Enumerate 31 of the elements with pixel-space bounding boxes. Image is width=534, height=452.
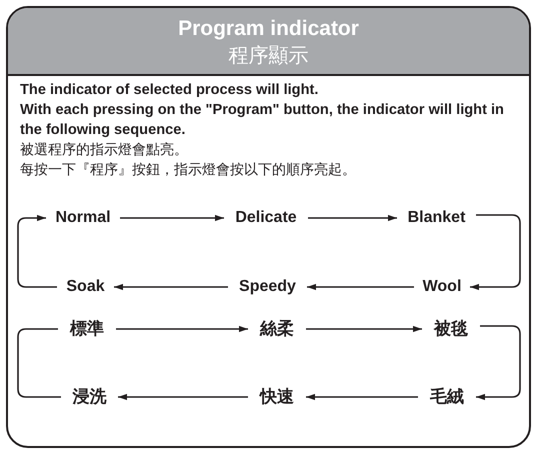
program-name: 毛絨 bbox=[418, 386, 476, 408]
program-name: 絲柔 bbox=[248, 318, 306, 340]
panel bbox=[6, 6, 531, 448]
arrow bbox=[470, 214, 521, 290]
program-name: 被毯 bbox=[422, 318, 480, 340]
instruction-text: 每按一下『程序』按鈕，指示燈會按以下的順序亮起。 bbox=[20, 161, 357, 180]
program-name: 快速 bbox=[248, 386, 306, 408]
instruction-text: The indicator of selected process will light. bbox=[20, 81, 320, 100]
program-name: 浸洗 bbox=[61, 386, 118, 408]
program-name: Wool bbox=[414, 276, 470, 298]
arrow bbox=[120, 214, 224, 222]
arrow bbox=[17, 214, 57, 288]
program-name: 標準 bbox=[58, 318, 116, 340]
arrow bbox=[476, 325, 521, 400]
arrow bbox=[116, 326, 248, 332]
arrow bbox=[114, 284, 228, 290]
program-name: Soak bbox=[57, 276, 114, 298]
instruction-text: 被選程序的指示燈會點亮。 bbox=[20, 141, 189, 160]
instruction-text: With each pressing on the "Program" button, the indicator will light in the following sequence. bbox=[20, 101, 505, 140]
panel-title: 程序顯示 bbox=[228, 42, 310, 68]
arrow bbox=[307, 284, 414, 290]
program-name: Speedy bbox=[228, 276, 307, 298]
panel-title: Program indicator bbox=[177, 16, 360, 42]
arrow bbox=[306, 394, 418, 400]
program-name: Blanket bbox=[397, 207, 476, 229]
arrow bbox=[118, 394, 248, 400]
program-name: Delicate bbox=[224, 207, 308, 229]
connector-line bbox=[17, 328, 61, 398]
arrow bbox=[308, 214, 397, 222]
arrow bbox=[306, 326, 422, 332]
program-name: Normal bbox=[46, 207, 120, 229]
